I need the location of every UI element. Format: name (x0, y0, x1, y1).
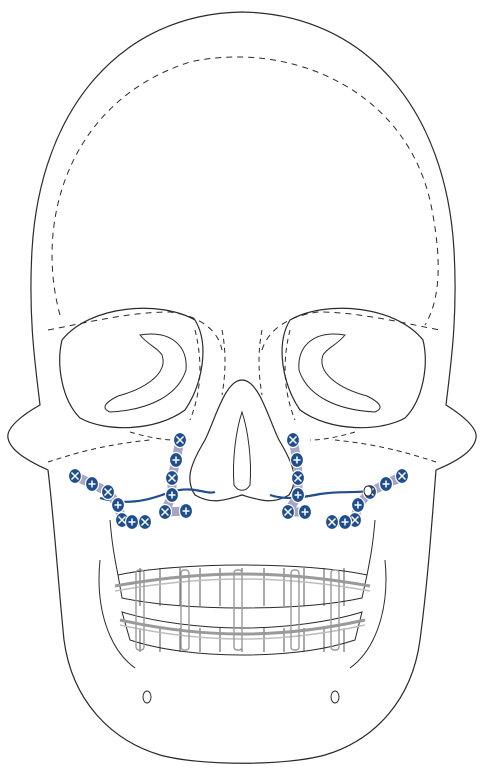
right-medial-plate (159, 433, 193, 520)
brow-dashed-right (48, 312, 222, 350)
fixation-plates (69, 433, 409, 530)
mental-foramen-right (143, 691, 151, 703)
cranial-dashed-line (52, 57, 438, 325)
right-orbit-inner (105, 334, 186, 412)
nasal-bridge-dashed (222, 330, 262, 395)
left-lateral-plate (326, 469, 409, 530)
cheek-dashed-left (310, 432, 436, 462)
maxilla-outline-right (110, 520, 118, 575)
mental-foramen-left (331, 691, 339, 703)
nasal-aperture (190, 380, 294, 501)
nasal-septum (233, 412, 250, 490)
dentition (115, 565, 370, 655)
left-orbit-inner (299, 334, 380, 412)
maxilla-outline-left (367, 520, 375, 575)
cheek-dashed-right (48, 432, 175, 462)
orbit-rim-dashed (190, 330, 295, 420)
left-medial-plate (282, 433, 312, 520)
empty-screw-hole (364, 486, 372, 496)
